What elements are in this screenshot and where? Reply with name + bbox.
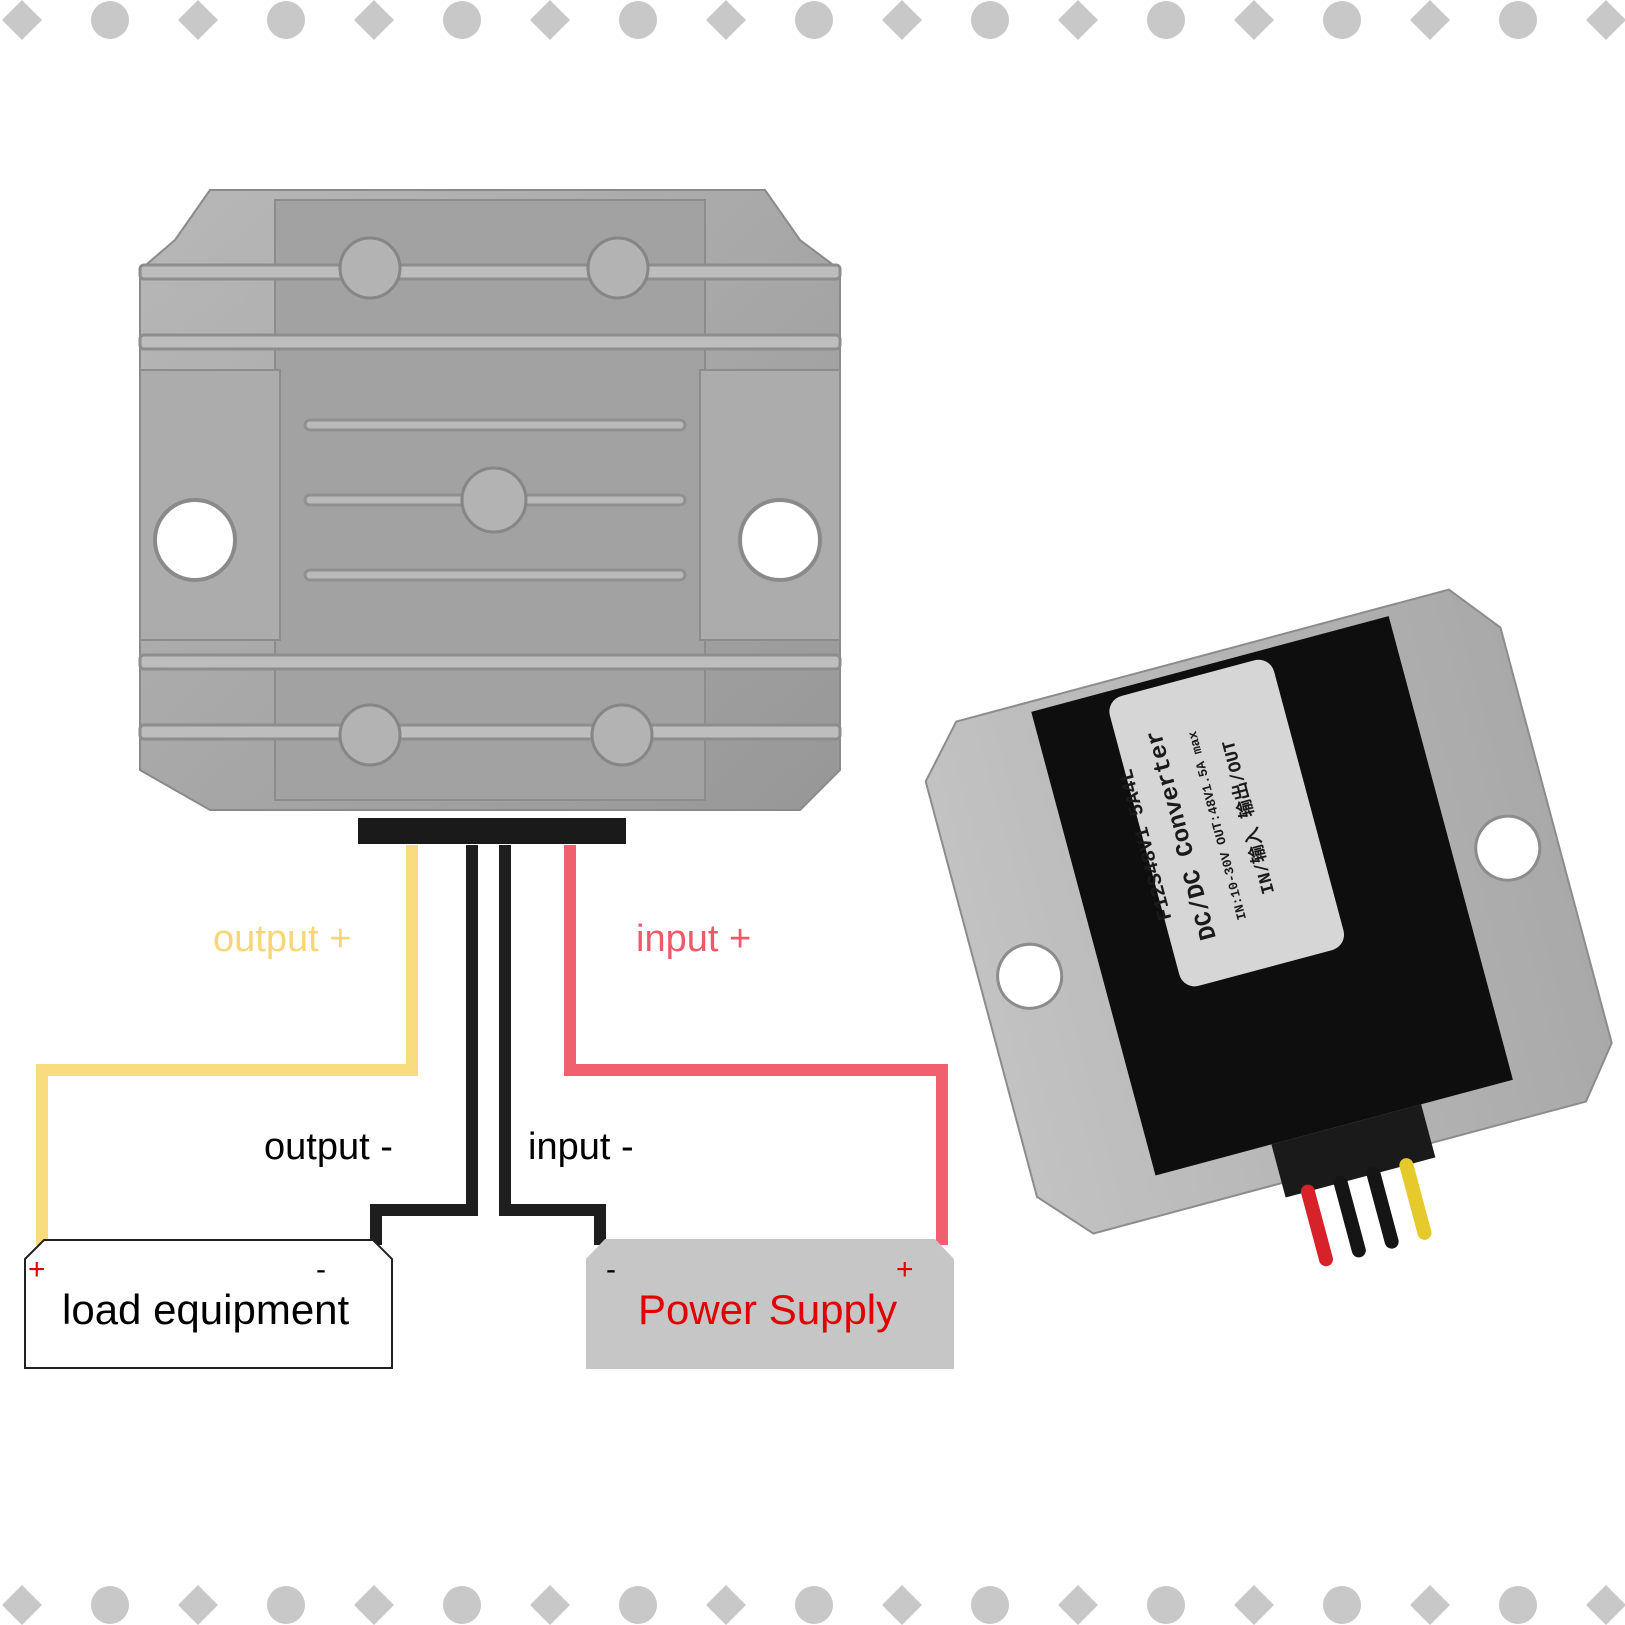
screw-bosses <box>338 236 654 767</box>
border-diamond <box>882 1585 922 1625</box>
converter-label-side: F12S48V1 5A4L DC/DC Converter IN:10-30V … <box>924 588 1613 1267</box>
border-diamond <box>1586 1585 1625 1625</box>
rear-label-sticker <box>1109 659 1345 987</box>
rear-connector <box>1271 1104 1436 1198</box>
border-circle <box>267 1 305 39</box>
border-circle <box>971 1 1009 39</box>
rear-mounting-hole-left <box>996 942 1064 1010</box>
border-diamond <box>706 1585 746 1625</box>
border-circle <box>1499 1586 1537 1624</box>
mounting-hole-left <box>153 498 237 582</box>
border-circle <box>1323 1 1361 39</box>
border-diamond <box>1234 1585 1274 1625</box>
wire-output-minus <box>370 845 478 1245</box>
load-equipment-box <box>24 1239 393 1369</box>
border-diamond <box>1058 1585 1098 1625</box>
mounting-hole-right <box>738 498 822 582</box>
border-circle <box>1147 1 1185 39</box>
power-supply-label: Power Supply <box>638 1286 898 1333</box>
label-output-plus: output + <box>213 918 352 960</box>
decorative-border-bottom <box>2 1585 1625 1625</box>
power-supply-box <box>586 1239 954 1369</box>
load-box-outline <box>24 1239 393 1369</box>
border-circle <box>619 1586 657 1624</box>
border-diamond <box>1234 0 1274 40</box>
decorative-border-top <box>2 0 1625 40</box>
label-input-minus: input - <box>528 1126 634 1168</box>
label-output-minus: output - <box>264 1126 393 1168</box>
border-circle <box>795 1586 833 1624</box>
rear-mounting-hole-right <box>1474 814 1542 882</box>
border-diamond <box>530 1585 570 1625</box>
border-diamond <box>178 0 218 40</box>
converter-heatsink-front <box>138 189 842 844</box>
border-diamond <box>354 0 394 40</box>
supply-box-shape <box>586 1239 954 1369</box>
rear-wire-stubs <box>1300 1158 1432 1267</box>
border-diamond <box>530 0 570 40</box>
border-circle <box>1499 1 1537 39</box>
supply-plus-sign: + <box>896 1253 914 1286</box>
border-diamond <box>354 1585 394 1625</box>
border-circle <box>443 1586 481 1624</box>
border-diamond <box>706 0 746 40</box>
border-diamond <box>1410 1585 1450 1625</box>
border-diamond <box>2 1585 42 1625</box>
load-minus-sign: - <box>316 1253 326 1286</box>
border-diamond <box>882 0 922 40</box>
border-circle <box>1147 1586 1185 1624</box>
border-circle <box>267 1586 305 1624</box>
border-circle <box>91 1 129 39</box>
supply-minus-sign: - <box>606 1253 616 1286</box>
border-circle <box>795 1 833 39</box>
wires <box>36 845 948 1245</box>
border-diamond <box>1586 0 1625 40</box>
border-circle <box>619 1 657 39</box>
label-input-plus: input + <box>636 918 752 960</box>
border-circle <box>91 1586 129 1624</box>
border-diamond <box>1410 0 1450 40</box>
heatsink-fins <box>138 263 842 741</box>
border-circle <box>1323 1586 1361 1624</box>
load-equipment-label: load equipment <box>62 1286 350 1333</box>
wire-input-minus <box>499 845 606 1245</box>
wire-input-plus <box>564 845 948 1245</box>
border-circle <box>443 1 481 39</box>
wire-output-plus <box>36 845 418 1245</box>
border-diamond <box>178 1585 218 1625</box>
border-diamond <box>2 0 42 40</box>
load-plus-sign: + <box>28 1253 46 1286</box>
border-circle <box>971 1586 1009 1624</box>
cable-gland <box>358 818 626 844</box>
border-diamond <box>1058 0 1098 40</box>
